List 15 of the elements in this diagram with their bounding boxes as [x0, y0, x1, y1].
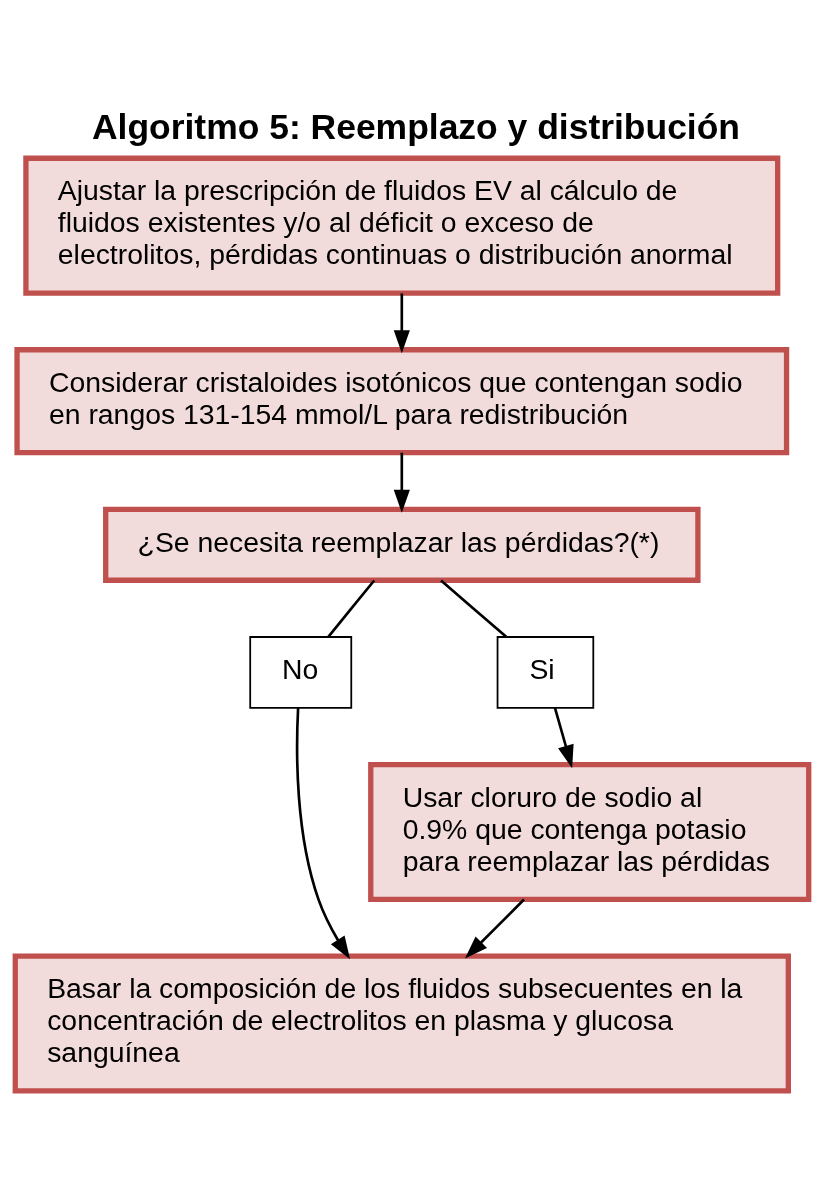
arrow [295, 708, 351, 960]
node-box: Ajustar la prescripción de fluidos EV al cálculo de fluidos existentes y/o al déficit o exceso de electrolitos, pérdidas continuas o distribución anormal [23, 155, 781, 296]
connector [327, 579, 376, 638]
arrow [393, 452, 410, 513]
node-box: Si [496, 636, 595, 709]
node-box: ¿Se necesita reemplazar las pérdidas?(*) [103, 506, 701, 583]
arrow [393, 293, 410, 354]
node-box: Basar la composición de los fluidos subsecuentes en la concentración de electrolitos en plasma y glucosa sanguínea [12, 953, 791, 1094]
node-box: Considerar cristaloides isotónicos que contengan sodio en rangos 131-154 mmol/L para redistribución [14, 347, 790, 456]
connector [440, 579, 508, 638]
node-box: Usar cloruro de sodio al 0.9% que contenga potasio para reemplazar las pérdidas [368, 762, 812, 903]
arrow [464, 898, 525, 959]
arrow [553, 707, 574, 769]
node-box: No [249, 636, 353, 709]
diagram-title: Algoritmo 5: Reemplazo y distribución [91, 106, 741, 147]
